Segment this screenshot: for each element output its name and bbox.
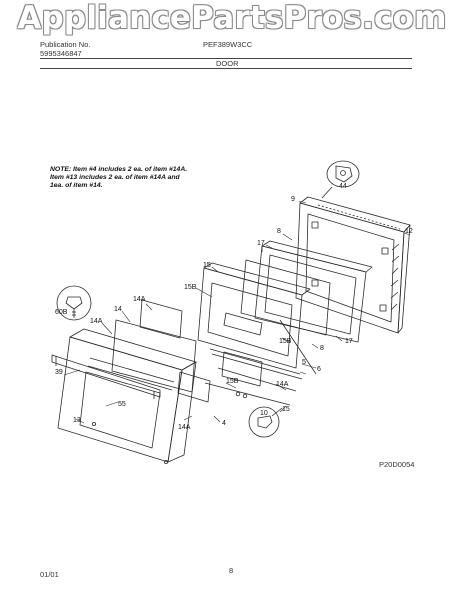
callout-55: 55 — [118, 401, 126, 408]
inner-glass-frame-part-8 — [254, 240, 373, 343]
callout-14A-right: 14A — [276, 381, 289, 388]
callout-8-top: 8 — [277, 228, 281, 235]
callout-17-top: 17 — [257, 240, 265, 247]
section-title: DOOR — [216, 59, 239, 68]
insulation-parts-14A — [139, 299, 263, 403]
callout-10: 10 — [260, 410, 268, 417]
callout-15B-bottom: 15B — [226, 378, 239, 385]
parts-note: NOTE: Item #4 includes 2 ea. of item #14… — [50, 166, 220, 190]
callout-15-top: 15 — [203, 262, 211, 269]
callout-12: 12 — [405, 228, 413, 235]
model-number: PEF389W3CC — [203, 40, 253, 49]
inner-glass-panel — [240, 259, 331, 336]
header-rule-top — [40, 58, 412, 59]
callout-9: 9 — [291, 196, 295, 203]
note-line-1: NOTE: Item #4 includes 2 ea. of item #14… — [50, 166, 188, 173]
callout-8-bottom: 8 — [320, 345, 324, 352]
callout-14A-left: 14A — [133, 296, 146, 303]
callout-15-bottom: 15 — [282, 406, 290, 413]
callout-14: 14 — [114, 306, 122, 313]
callout-4: 4 — [222, 420, 226, 427]
callout-44: 44 — [339, 183, 347, 190]
callout-13: 13 — [73, 417, 81, 424]
publication-label: Publication No. — [40, 40, 91, 49]
callout-15B-mid: 15B — [279, 338, 292, 345]
callout-6: 6 — [317, 366, 321, 373]
watermark-logo-text: AppliancePartsPros.com — [17, 0, 447, 36]
callout-14A-bottom: 14A — [178, 424, 191, 431]
note-line-2: Item #13 includes 2 ea. of item #14A and — [50, 174, 180, 181]
note-line-3: 1ea. of item #14. — [50, 182, 103, 189]
screw-part-10 — [248, 406, 283, 438]
small-screws — [92, 391, 248, 464]
callout-17-bottom: 17 — [345, 338, 353, 345]
publication-number: 5995346847 — [40, 49, 82, 58]
footer-date: 01/01 — [40, 570, 59, 579]
callout-leader-lines — [63, 200, 411, 424]
footer-page-number: 8 — [229, 566, 234, 575]
callout-14A-mid: 14A — [90, 318, 103, 325]
hinge-wedge-part-44 — [321, 160, 360, 199]
header-rule-bottom — [40, 68, 412, 69]
callout-39: 39 — [55, 369, 63, 376]
rear-door-frame-part-9 — [295, 196, 411, 334]
callout-5: 5 — [302, 359, 306, 366]
diagram-code: P20D0054 — [379, 460, 415, 469]
callout-60B: 60B — [55, 309, 68, 316]
door-handle-part-39 — [51, 354, 161, 399]
outer-door-panel-part-13 — [57, 328, 197, 463]
screw-part-60B — [56, 285, 92, 321]
door-seal-strips — [204, 319, 317, 406]
callout-15B-top: 15B — [184, 284, 197, 291]
glass-frame-part-15 — [197, 262, 311, 369]
